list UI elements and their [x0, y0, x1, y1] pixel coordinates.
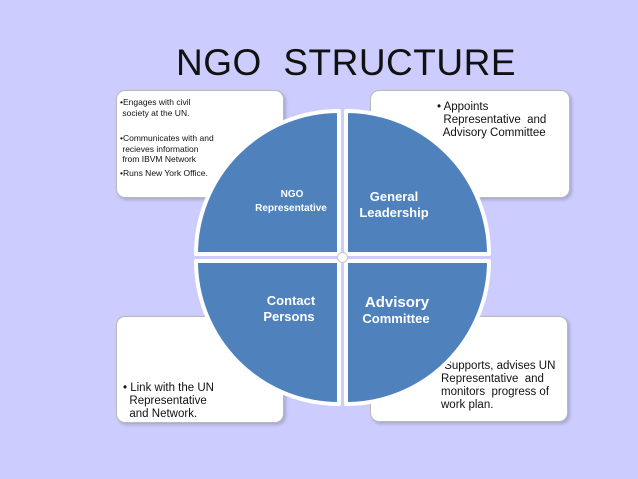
quadrant-label-advisory: Advisory — [365, 294, 430, 311]
callout-text-communicates: •Communicates with and recieves informat… — [120, 133, 214, 164]
quadrant-ngo-representative — [194, 109, 341, 256]
quadrant-label-ngo: NGO — [281, 189, 304, 200]
center-hub — [337, 252, 348, 263]
quadrant-contact-persons — [194, 259, 341, 406]
quadrant-general-leadership — [344, 109, 491, 256]
callout-text-engages: •Engages with civil society at the UN. — [120, 97, 191, 118]
quadrant-advisory-committee — [344, 259, 491, 406]
quadrant-label-general: General — [370, 189, 418, 204]
callout-text-link: • Link with the UN Representative and Ne… — [123, 382, 214, 420]
callout-text-appoints: • Appoints Representative and Advisory C… — [437, 101, 547, 139]
slide-title: NGO STRUCTURE — [176, 42, 516, 83]
quadrant-label-leadership: Leadership — [359, 205, 428, 220]
quadrant-label-persons: Persons — [263, 309, 314, 324]
quadrant-label-representative: Representative — [255, 203, 327, 214]
quadrant-label-contact: Contact — [267, 293, 316, 308]
callout-text-supports: Supports, advises UN Representative and … — [441, 360, 556, 411]
quadrant-label-committee: Committee — [362, 311, 429, 326]
callout-text-runs-office: •Runs New York Office. — [120, 168, 208, 178]
